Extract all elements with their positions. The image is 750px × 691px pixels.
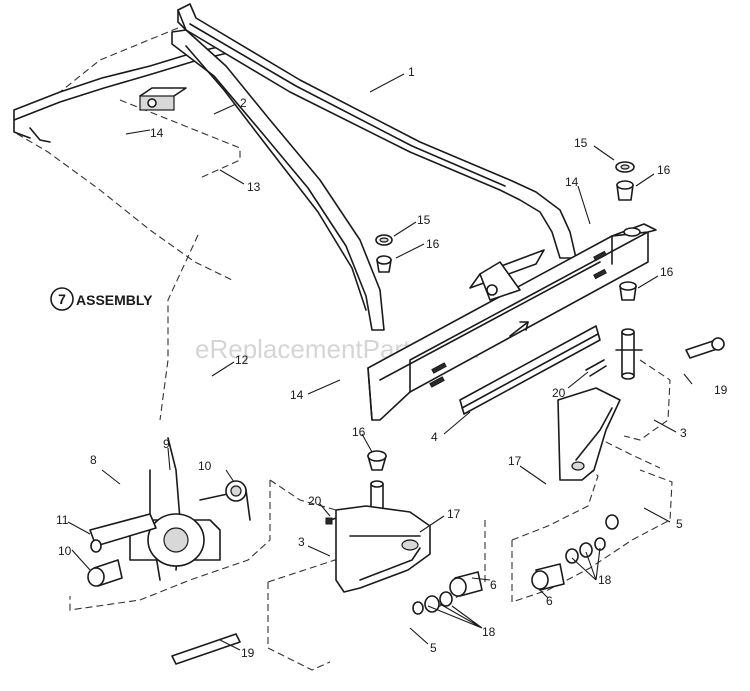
callout-16: 16 — [657, 163, 671, 177]
callout-19: 19 — [241, 646, 255, 660]
callout-5: 5 — [430, 641, 437, 655]
assembly-title: ASSEMBLY — [76, 292, 153, 308]
callout-16: 16 — [426, 237, 440, 251]
callout-12: 12 — [235, 353, 249, 367]
callout-15: 15 — [574, 136, 588, 150]
callout-1: 1 — [408, 65, 415, 79]
bushing-set-top — [375, 161, 635, 273]
callout-13: 13 — [247, 180, 261, 194]
callout-10: 10 — [58, 544, 72, 558]
wheel-assembly — [89, 437, 251, 581]
decal-plate — [459, 325, 601, 415]
callout-2: 2 — [240, 96, 247, 110]
callout-18: 18 — [598, 573, 612, 587]
mount-bracket-right — [557, 387, 621, 481]
bearings-left — [87, 480, 247, 587]
callout-16: 16 — [660, 265, 674, 279]
callout-14: 14 — [290, 388, 304, 402]
bracket-plate-2 — [139, 95, 175, 111]
callout-8: 8 — [90, 453, 97, 467]
callout-5: 5 — [676, 517, 683, 531]
callout-6: 6 — [490, 578, 497, 592]
handle-tube — [171, 3, 577, 331]
callout-3: 3 — [298, 535, 305, 549]
callout-19: 19 — [714, 383, 728, 397]
leader-lines — [67, 73, 693, 651]
callout-9: 9 — [163, 437, 170, 451]
callout-3: 3 — [680, 426, 687, 440]
bearing-set-right — [531, 514, 619, 591]
assembly-number-circle — [50, 287, 74, 311]
callout-18: 18 — [482, 625, 496, 639]
pivot-pin-right — [615, 281, 643, 380]
callout-14: 14 — [150, 126, 164, 140]
callout-15: 15 — [417, 213, 431, 227]
callout-14: 14 — [565, 175, 579, 189]
mount-bracket-left — [335, 505, 431, 593]
callout-10: 10 — [198, 459, 212, 473]
assembly-number: 7 — [58, 291, 66, 307]
callout-17: 17 — [447, 507, 461, 521]
callout-numbers: 1 2 13 14 15 16 14 15 16 16 12 14 20 19 … — [56, 65, 728, 660]
callout-4: 4 — [431, 430, 438, 444]
small-pins — [171, 337, 725, 665]
callout-6: 6 — [546, 594, 553, 608]
assembly-label: 7 ASSEMBLY — [50, 287, 153, 311]
cross-channel-bar — [367, 223, 657, 421]
callout-11: 11 — [56, 513, 69, 527]
callout-20: 20 — [552, 386, 566, 400]
callout-20: 20 — [308, 494, 322, 508]
callout-17: 17 — [508, 454, 522, 468]
callout-16: 16 — [352, 425, 366, 439]
